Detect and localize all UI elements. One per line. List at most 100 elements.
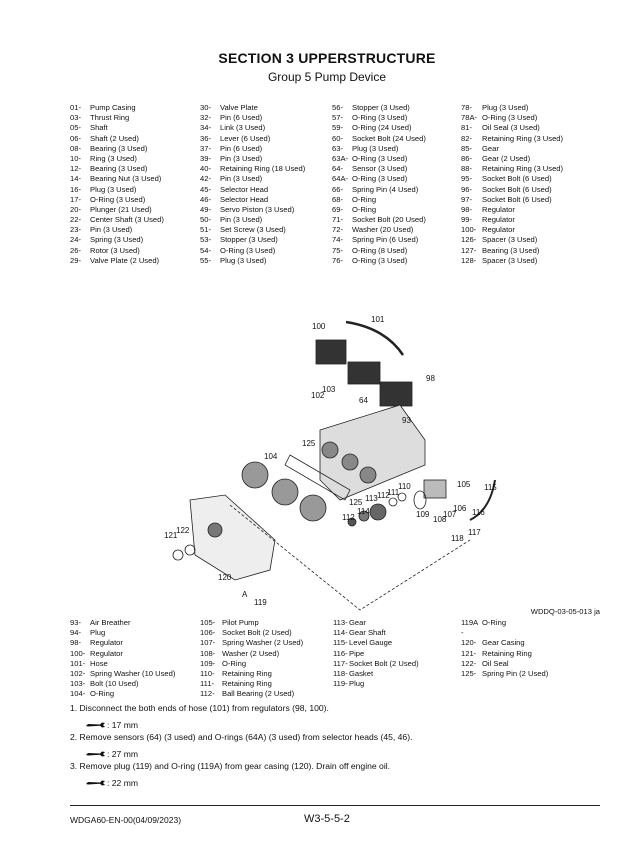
part-number: 116- [333,648,348,658]
part-name: Gear [349,618,366,627]
callout-label: 109 [416,510,430,519]
part-number: 103- [70,679,86,689]
part-name: Gear (2 Used) [482,153,531,163]
part-name: Sensor (3 Used) [352,164,408,174]
part-name: Washer (20 Used) [352,225,414,235]
tool-size: : 17 mm [70,718,412,733]
part-number: 109- [200,658,216,668]
part-number: 119A [461,618,479,627]
callout-label: 114 [357,507,370,516]
part-number: 01- [70,103,81,112]
regulator-98 [379,381,413,407]
part-number: 97- [461,194,472,204]
part-number: 128- [461,255,477,265]
part-number: 30- [200,103,211,112]
part-number: 111- [200,679,215,689]
wrench-icon [86,722,105,728]
part-name: Socket Bolt (6 Used) [482,184,552,194]
callout-label: 111 [387,488,400,497]
part-number: 26- [70,245,81,255]
part-number: 99- [461,215,472,225]
part-number: 98- [461,204,472,214]
part-name: Selector Head [220,194,269,204]
part-name: Plug (3 Used) [482,103,529,112]
part-name: Spring Pin (4 Used) [352,184,419,194]
part-name: Retaining Ring (3 Used) [482,164,564,174]
part-name: Oil Seal [482,658,509,668]
part-number: 96- [461,184,472,194]
part-number: 64A- [332,174,349,184]
part-number: 36- [200,133,211,143]
tool-size-value: : 27 mm [107,748,139,759]
part-number: 98- [70,638,81,648]
part-name: Air Breather [90,618,131,627]
wrench-icon [86,780,105,786]
part-number: 34- [200,123,211,133]
part-name: Ball Bearing (2 Used) [222,689,295,699]
callout-label: 112 [377,491,390,500]
part-number: 86- [461,153,472,163]
part-number: 39- [200,153,211,163]
part-name: Level Gauge [349,638,393,648]
step-text: 3. Remove plug (119) and O-ring (119A) f… [70,761,391,771]
part-number: 10- [70,153,81,163]
part-name: Lever (6 Used) [220,133,271,143]
document-id: WDGA60-EN-00(04/09/2023) [70,815,182,825]
part-number: 78- [461,103,472,112]
part-name: Gear Casing [482,638,525,648]
part-number: 104- [70,689,86,699]
callout-label: 118 [451,534,464,543]
part-number: 53- [200,235,211,245]
part-number: 51- [200,225,211,235]
part-number: 06- [70,133,81,143]
part-name: Servo Piston (3 Used) [220,204,295,214]
callout-label: 106 [453,504,467,513]
callout-label: 102 [311,391,325,400]
part-number: 50- [200,215,211,225]
part-number: 40- [200,164,211,174]
part-number: 113- [333,618,348,627]
part-name: Regulator [90,638,123,648]
part-number: 46- [200,194,211,204]
figure-code: WDDQ-03-05-013 ja [530,607,600,616]
part-number: 75- [332,245,343,255]
part-name: Set Screw (3 Used) [220,225,286,235]
part-name: Socket Bolt (20 Used) [352,215,426,225]
part-number: 78A- [461,113,478,123]
part-name: Regulator [482,215,515,225]
tool-size-value: : 17 mm [107,719,139,730]
callout-label: 93 [402,416,411,425]
callout-label: 101 [371,315,385,324]
part-number: 42- [200,174,211,184]
gear-1 [241,461,269,489]
part-name: Retaining Ring (3 Used) [482,133,564,143]
callout-label: 103 [322,385,336,394]
part-name: Socket Bolt (2 Used) [349,658,419,668]
part-number: 17- [70,194,81,204]
part-number: 69- [332,204,343,214]
part-name: Pin (3 Used) [220,153,263,163]
part-name: Hose [90,658,108,668]
part-number: 24- [70,235,81,245]
part-name: Rotor (3 Used) [90,245,140,255]
part-name: Spring (3 Used) [90,235,144,245]
tool-size: : 22 mm [70,776,412,791]
part-number: 66- [332,184,343,194]
gear-2 [271,478,299,506]
part-name: O-Ring [482,618,507,627]
group-subtitle: Group 5 Pump Device [267,70,387,84]
part-name: O-Ring (3 Used) [482,113,538,123]
footer-divider [70,805,600,806]
part-number: 82- [461,133,472,143]
part-name: Plug [90,628,106,638]
part-number: 112- [200,689,215,699]
part-number: 23- [70,225,81,235]
part-number: 63A- [332,153,349,163]
part-name: Pin (3 Used) [90,225,133,235]
part-number: 115- [333,638,348,648]
part-name: Plug (3 Used) [352,143,399,153]
part-name: Spacer (3 Used) [482,255,538,265]
callout-label: A [242,590,248,599]
regulator-99 [347,361,381,385]
part-name: Spring Pin (2 Used) [482,668,549,678]
